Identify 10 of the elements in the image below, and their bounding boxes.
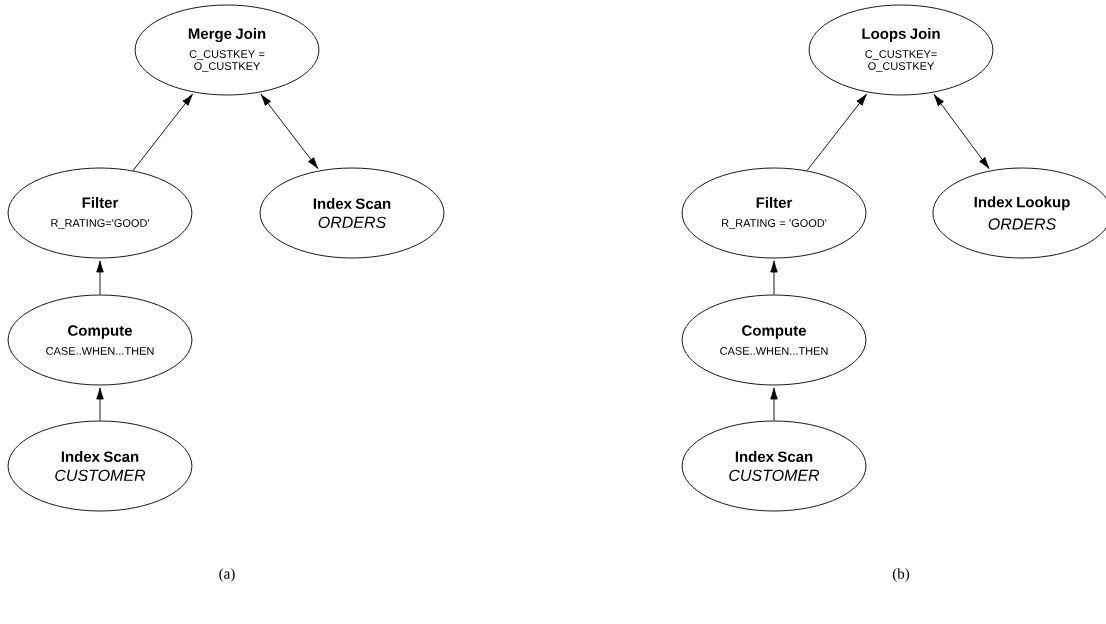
arrow (96, 387, 104, 421)
arrow (132, 93, 193, 171)
arrow (806, 93, 867, 171)
arrow (933, 94, 990, 169)
subfigure-label: (b) (892, 568, 910, 582)
arrow (770, 387, 778, 421)
arrow (96, 260, 104, 295)
arrow (260, 94, 319, 169)
arrow (770, 260, 778, 295)
subfigure-label: (a) (219, 568, 235, 582)
